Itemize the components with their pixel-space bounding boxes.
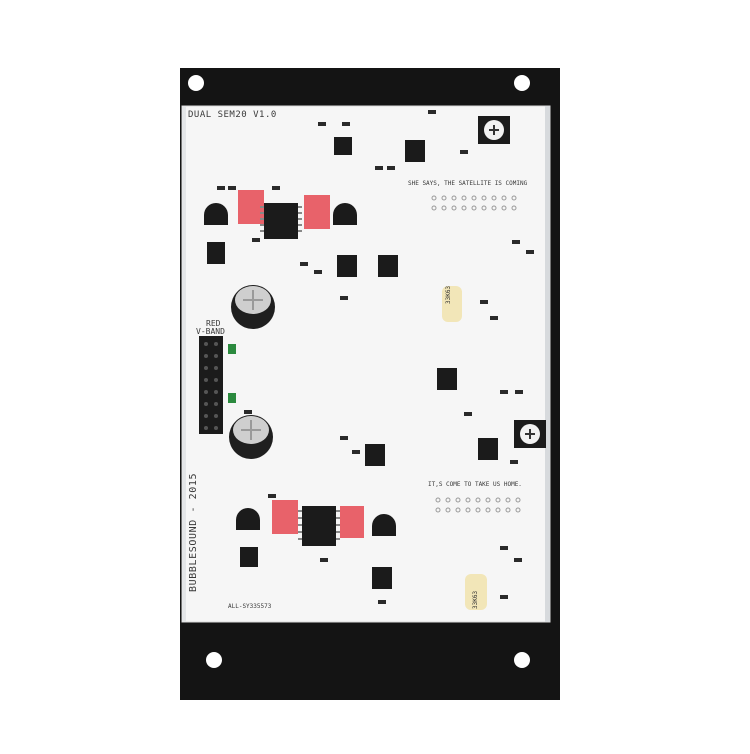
ic-chip [260,203,302,239]
film-capacitor [340,506,364,538]
mounting-hole [514,75,530,91]
ic-chip [298,506,340,546]
mounting-hole [206,652,222,668]
led [228,393,236,403]
mounting-hole [514,652,530,668]
film-capacitor [272,500,298,534]
capacitor [231,285,275,329]
band-label: V-BAND [196,327,225,336]
power-header [199,336,223,434]
silkscreen-quote-bottom: IT,S COME TO TAKE US HOME. [428,481,522,488]
capacitor [229,415,273,459]
film-capacitor [238,190,264,224]
ic-chip-group [207,137,498,589]
trimmer-pot [514,420,546,448]
smd-components [217,110,534,604]
film-capacitor [304,195,330,229]
resistor-label: 33K63 [472,590,479,609]
led-color-label: RED [206,319,221,328]
via-row [431,195,521,513]
power-resistor [442,286,462,322]
silkscreen-quote-top: SHE SAYS, THE SATELLITE IS COMING [408,180,528,187]
mounting-hole [188,75,204,91]
transistor-group [204,203,396,536]
part-number-label: ALL-SY335573 [228,603,272,610]
power-resistor [465,574,487,610]
pcb-edge-shadow [182,106,186,622]
pcb-edge-shadow [545,106,550,622]
resistor-label: 33K63 [445,285,452,304]
brand-year-label: BUBBLESOUND - 2015 [188,472,199,592]
trimmer-pot [478,116,510,144]
board-title: DUAL SEM20 V1.0 [188,110,277,120]
led [228,344,236,354]
